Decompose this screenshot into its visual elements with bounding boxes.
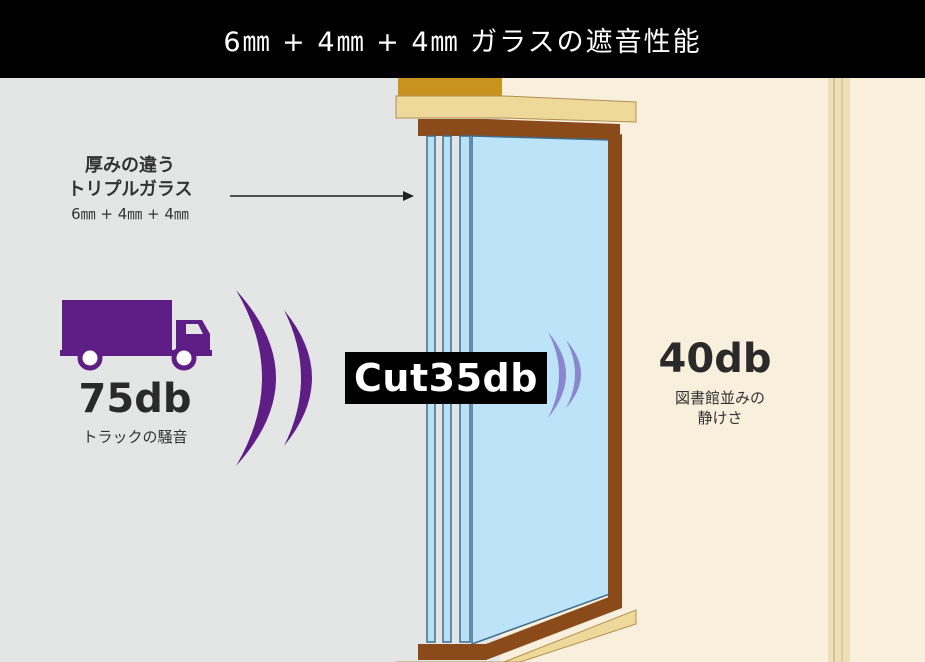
glass-label-line2: トリプルガラス [67,179,193,200]
indoor-caption-line2: 静けさ [697,409,743,427]
outdoor-wave-1 [236,290,276,466]
glass-label: 厚みの違う トリプルガラス 6㎜ + 4㎜ + 4㎜ [20,154,240,226]
glass-label-line3: 6㎜ + 4㎜ + 4㎜ [71,205,189,223]
indoor-wave-2 [566,340,581,408]
bottom-frame [418,592,622,660]
outdoor-wave-2 [284,310,312,446]
indoor-caption: 図書館並みの 静けさ [645,388,795,428]
top-header-block [398,78,502,96]
indoor-wave-1 [548,332,566,418]
bottom-sill [396,609,637,662]
top-trim [395,95,637,123]
indoor-caption-line1: 図書館並みの [674,389,765,407]
indoor-level: 40db [658,336,772,382]
outdoor-level: 75db [78,376,192,422]
scene-illustration [60,78,925,662]
diagram-scene: 厚みの違う トリプルガラス 6㎜ + 4㎜ + 4㎜ 75db トラックの騒音 … [0,78,925,662]
reduction-badge: Cut35db [345,352,547,404]
page-header: 6㎜ + 4㎜ + 4㎜ ガラスの遮音性能 [0,0,925,78]
glass-label-line1: 厚みの違う [85,155,175,176]
truck-icon [60,300,212,371]
page-title: 6㎜ + 4㎜ + 4㎜ ガラスの遮音性能 [223,26,702,58]
top-frame [418,119,620,140]
outdoor-caption: トラックの騒音 [82,428,188,446]
wall-trim [828,78,850,662]
right-frame [608,134,622,602]
